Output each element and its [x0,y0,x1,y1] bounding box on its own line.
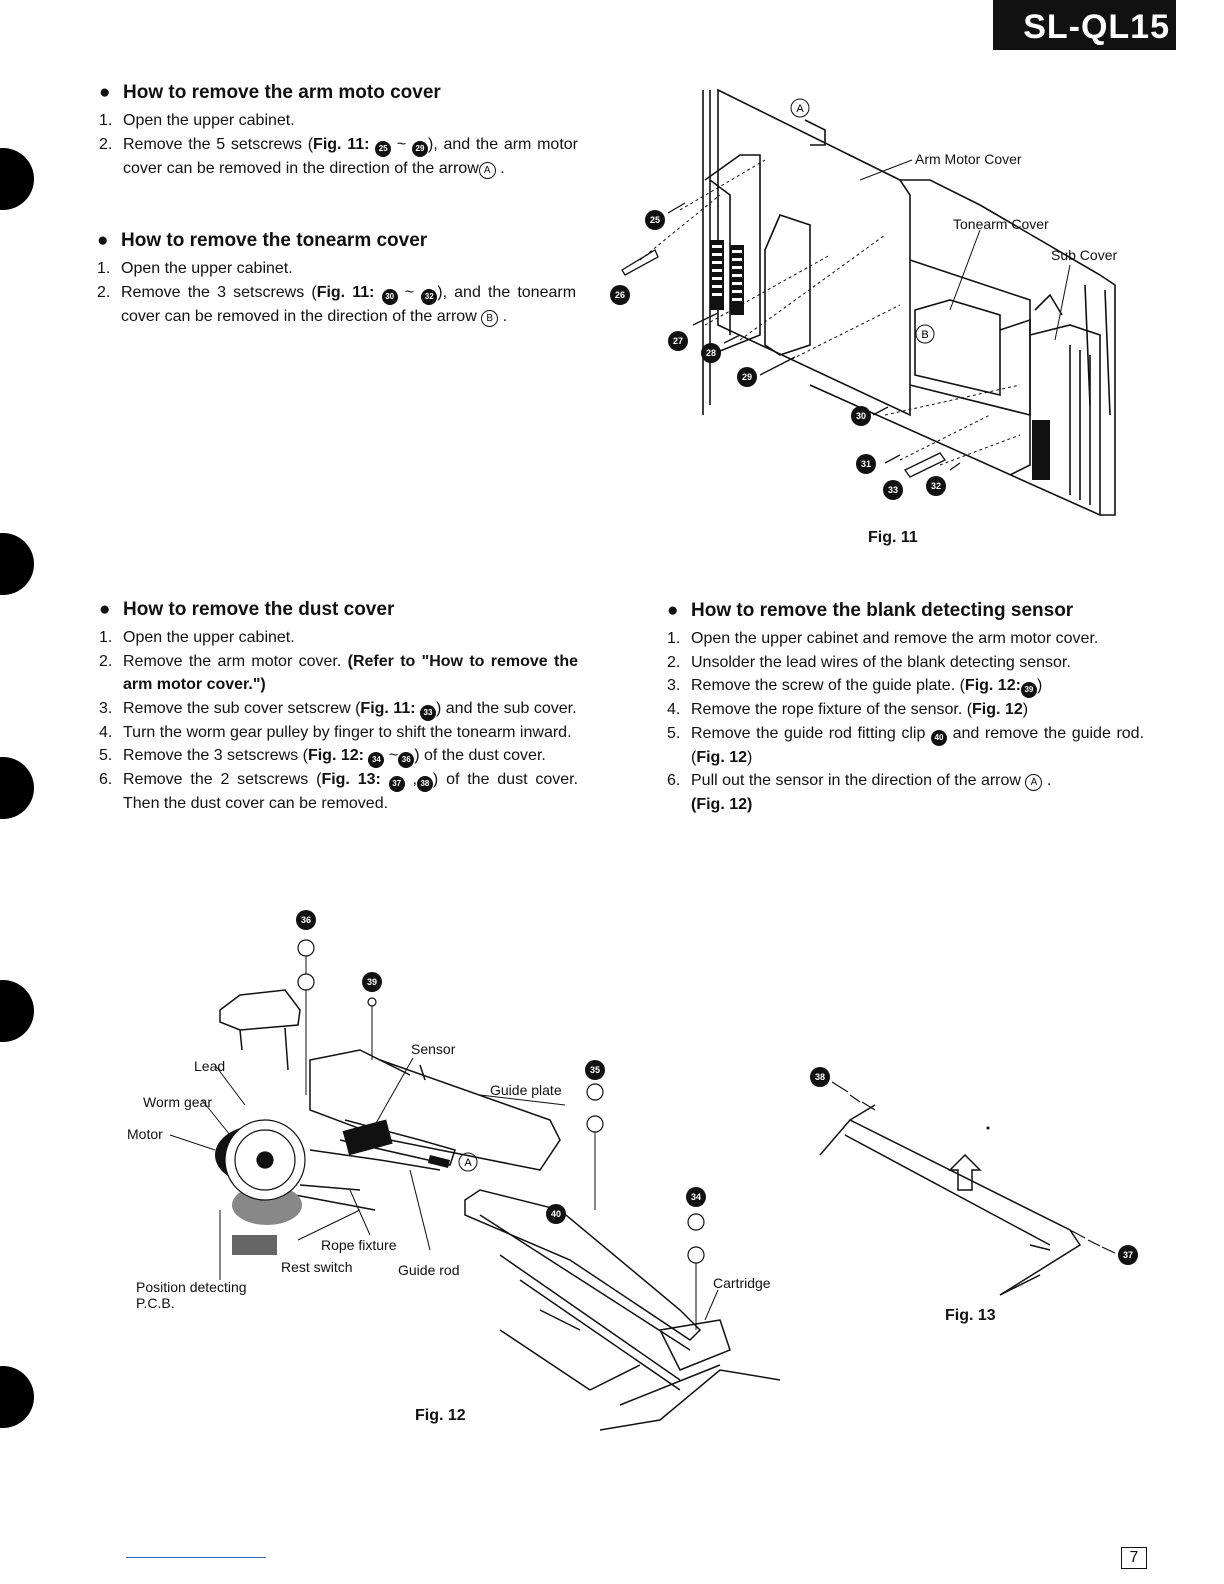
step: 2.Remove the 5 setscrews (Fig. 11: 25 ~ … [99,135,578,179]
label-sensor: Sensor [411,1041,456,1057]
screw-number: 25 [650,215,660,225]
label-rope-fixture: Rope fixture [321,1237,397,1253]
screw-number: 39 [367,977,377,987]
figure-13: 38 37 [810,1067,1138,1296]
arrow-marker: A [796,103,804,115]
label-worm-gear: Worm gear [143,1094,212,1110]
page-number: 7 [1121,1547,1147,1569]
screw-number: 38 [815,1072,825,1082]
screw-number: 34 [691,1192,701,1202]
step: 1.Open the upper cabinet. [97,260,293,277]
figure-12: 36 39 35 40 34 A Sensor Guide plate Lead… [127,910,781,1431]
arrow-marker: A [478,161,496,179]
screw-number: 30 [856,411,866,421]
screw-number: 31 [861,459,871,469]
screw-number: 37 [388,776,405,792]
footer-rule [126,1557,266,1558]
binding-hole [0,148,34,210]
figure-11: 25 26 27 28 29 30 31 33 32 A B Arm Motor… [610,88,1117,516]
label-lead: Lead [194,1058,225,1074]
arrow-marker: B [921,329,928,341]
step: 1.Open the upper cabinet. [99,112,295,129]
screw-number: 27 [673,336,683,346]
section-blank-sensor: ●How to remove the blank detecting senso… [667,599,1144,816]
figure-13-caption: Fig. 13 [945,1307,996,1324]
step: 3.Remove the screw of the guide plate. (… [667,674,1144,698]
binding-hole [0,980,34,1042]
step: 1.Open the upper cabinet. [99,629,295,646]
screw-number: 30 [381,288,398,305]
screw-number: 36 [301,915,311,925]
screw-number: 38 [416,776,433,792]
screw-number: 39 [1020,682,1037,698]
figure-11-caption: Fig. 11 [868,529,918,546]
label-cartridge: Cartridge [713,1275,771,1291]
label-sub-cover: Sub Cover [1051,247,1117,263]
screw-number: 36 [398,752,415,768]
screw-number: 35 [590,1065,600,1075]
figure-12-caption: Fig. 12 [415,1407,466,1424]
screw-number: 37 [1123,1250,1133,1260]
clip-number: 40 [930,729,947,746]
screw-number: 34 [368,752,385,768]
binding-hole [0,1366,34,1428]
step: 5.Remove the 3 setscrews (Fig. 12: 34 ~3… [99,744,578,768]
screw-number: 25 [375,140,392,157]
step: 6.Pull out the sensor in the direction o… [667,772,1052,813]
screw-number: 33 [420,704,436,721]
section-title: ●How to remove the dust cover [99,599,395,620]
binding-hole [0,757,34,819]
clip-number: 40 [551,1209,561,1219]
binding-hole [0,533,34,595]
arrow-marker: A [464,1157,472,1169]
screw-number: 28 [706,348,716,358]
step: 2.Unsolder the lead wires of the blank d… [667,653,1071,671]
section-title: ●How to remove the tonearm cover [97,230,428,251]
step: 2.Remove the arm motor cover. (Refer to … [99,652,579,694]
label-rest-switch: Rest switch [281,1259,353,1275]
label-motor: Motor [127,1126,163,1142]
screw-number: 32 [931,481,941,491]
section-dust-cover: ●How to remove the dust cover 1.Open the… [99,598,578,816]
section-title: ●How to remove the arm moto cover [99,82,441,103]
section-tonearm-cover: ●How to remove the tonearm cover 1.Open … [97,229,576,328]
screw-number: 29 [411,140,428,157]
step: 2.Remove the 3 setscrews (Fig. 11: 30 ~ … [97,283,577,327]
step: 5.Remove the guide rod fitting clip 40 a… [667,724,1145,766]
screw-number: 26 [615,290,625,300]
label-position-pcb: P.C.B. [136,1295,175,1311]
section-arm-motor-cover: ●How to remove the arm moto cover 1.Open… [99,81,578,180]
screw-number: 32 [421,288,438,305]
step: 3.Remove the sub cover setscrew (Fig. 11… [99,697,578,721]
step: 4.Turn the worm gear pulley by finger to… [99,723,572,741]
step: 6.Remove the 2 setscrews (Fig. 13: 37 ,3… [99,771,579,812]
screw-number: 29 [742,372,752,382]
arrow-marker: B [481,309,499,327]
step: 1.Open the upper cabinet and remove the … [667,630,1099,647]
label-guide-plate: Guide plate [490,1082,562,1098]
screw-number: 33 [888,485,898,495]
label-guide-rod: Guide rod [398,1262,459,1278]
model-badge: SL-QL15 [993,0,1176,50]
step: 4.Remove the rope fixture of the sensor.… [667,701,1029,718]
label-tonearm-cover: Tonearm Cover [953,216,1049,232]
arrow-marker: A [1025,774,1043,791]
section-title: ●How to remove the blank detecting senso… [667,600,1074,621]
label-position-pcb: Position detecting [136,1279,247,1295]
label-arm-motor-cover: Arm Motor Cover [915,151,1022,167]
